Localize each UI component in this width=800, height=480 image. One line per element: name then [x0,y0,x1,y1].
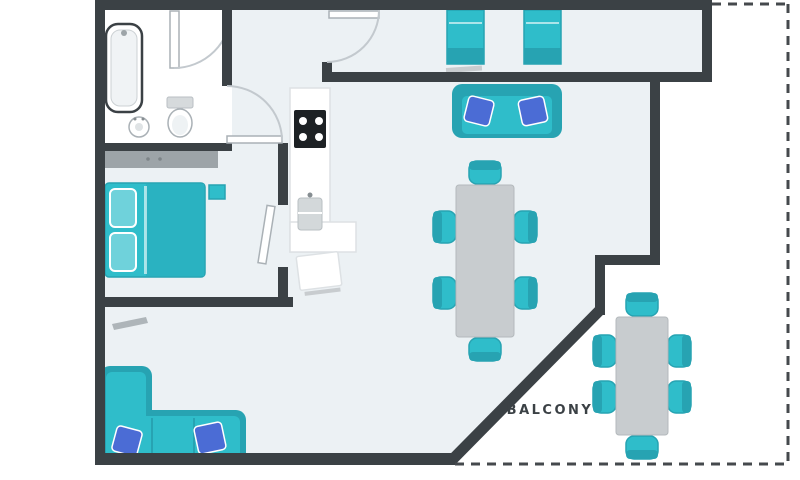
top-bedroom-door [326,9,380,63]
balcony-boundary [455,2,790,466]
bedside-rug [445,65,483,73]
balcony-set [592,292,692,460]
balcony-chair [625,292,659,317]
bathroom-door [222,85,283,144]
single-bed-right [523,9,562,65]
walls [95,0,712,465]
kitchen-table [295,251,343,296]
bedroom-door [257,204,276,265]
wardrobe [100,151,218,168]
dining-set [432,160,538,362]
dining-chair [432,276,457,310]
balcony-chair [592,334,617,368]
bathtub [104,22,144,114]
stove [294,110,326,148]
dining-chair [513,210,538,244]
dining-chair [432,210,457,244]
bathroom-sink [128,116,150,138]
balcony-table [615,316,669,436]
dining-chair [468,160,502,185]
toilet [166,96,194,138]
media-shelf [112,317,148,330]
sofa [452,84,562,138]
nightstand [208,184,226,200]
balcony-chair [625,435,659,460]
kitchen-sink [297,192,323,231]
corner-sofa [100,366,246,464]
balcony-label: BALCONY [507,403,594,418]
double-bed [104,182,206,278]
dining-table [455,184,515,338]
dining-chair [513,276,538,310]
balcony-chair [667,334,692,368]
dining-chair [468,337,502,362]
single-bed-left [446,9,485,65]
balcony-chair [667,380,692,414]
balcony-chair [592,380,617,414]
